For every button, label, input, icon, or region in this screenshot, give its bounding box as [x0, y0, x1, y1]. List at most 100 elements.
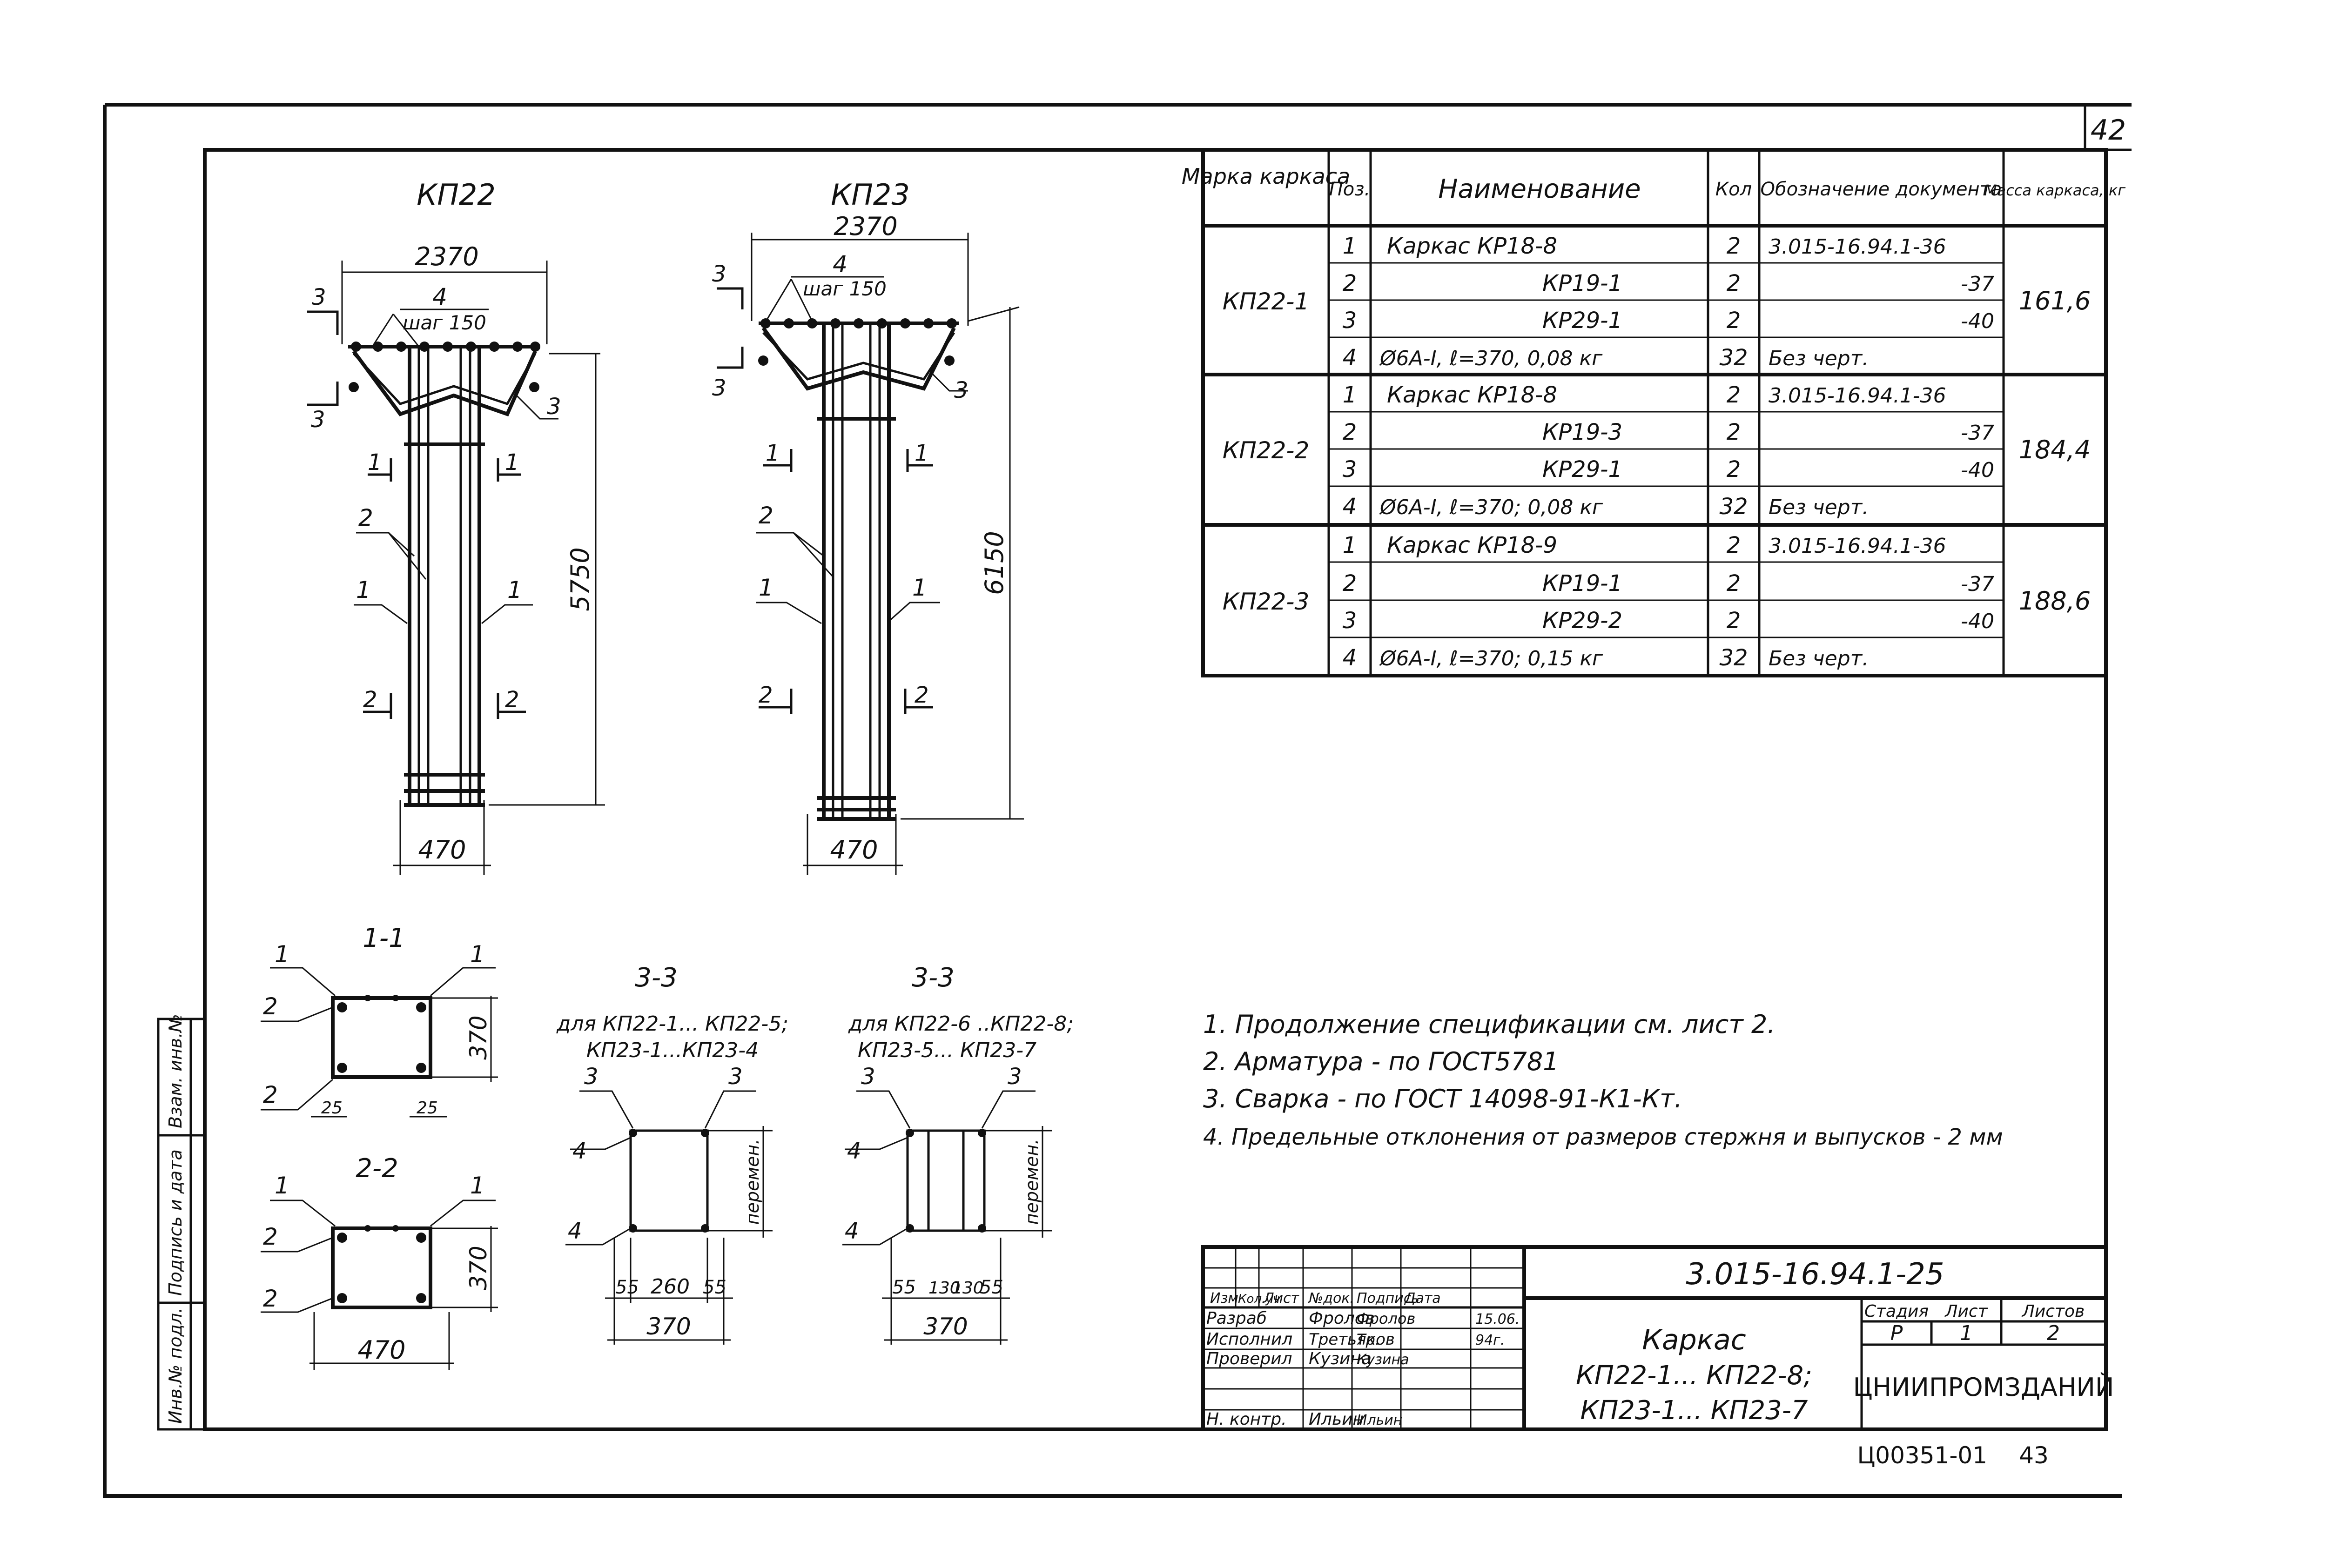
cut-mark-3-bottom: 3: [311, 407, 325, 433]
row-name: Ø6А-I, ℓ=370, 0,08 кг: [1379, 347, 1603, 370]
rev-hdr-list: Лист: [1263, 1290, 1300, 1307]
callout-3-right: 3: [728, 1064, 743, 1090]
section-applies-line1: для КП22-6 ..КП22-8;: [848, 1012, 1074, 1036]
rev-hdr-sign: Подпись: [1357, 1290, 1419, 1307]
spec-group-kp22-2: КП22-2 184,4 1 Каркас КР18-8 2 3.015-16.…: [1223, 382, 2091, 520]
bottom-dim: 470: [830, 835, 878, 864]
section-title: 1-1: [363, 923, 405, 953]
spec-group-kp22-1: КП22-1 161,6 1 Каркас КР18-8 2 3.015-16.…: [1223, 233, 2091, 371]
rev-hdr-date: Дата: [1404, 1290, 1441, 1307]
elevation-title: КП23: [831, 178, 910, 212]
section-2-2: 2-2 370 1 1 2 2 470: [261, 1153, 498, 1370]
person-role: Исполнил: [1206, 1330, 1292, 1349]
dim-variable: перемен.: [742, 1139, 763, 1225]
row-name: Ø6А-I, ℓ=370; 0,08 кг: [1379, 496, 1603, 519]
page-number: 42: [2091, 114, 2126, 147]
row-pos: 2: [1343, 570, 1357, 596]
callout-1-right: 1: [912, 574, 927, 601]
dim-a: 25: [321, 1099, 343, 1118]
row-pos: 2: [1343, 270, 1357, 296]
callout-3-left: 3: [584, 1064, 599, 1090]
row-qty: 2: [1727, 308, 1741, 334]
step-label: шаг 150: [403, 311, 486, 334]
note-4: 4. Предельные отклонения от размеров сте…: [1203, 1124, 2003, 1150]
stamp-inv-label: Инв.№ подл.: [165, 1307, 186, 1424]
cut-mark-2-left: 2: [759, 682, 773, 708]
cut-mark-2-right: 2: [505, 687, 519, 713]
row-name: КР19-1: [1542, 570, 1622, 596]
person-date: 15.06.: [1475, 1311, 1520, 1327]
row-pos: 3: [1343, 456, 1357, 482]
callout-2-bottom: 2: [263, 1285, 278, 1312]
stamp-replace-label: Взам. инв.№: [165, 1014, 186, 1128]
cut-mark-3-top: 3: [312, 284, 326, 310]
person-sign: Ильин: [1357, 1412, 1402, 1428]
row-pos: 4: [1343, 645, 1357, 671]
height-dim: 6150: [980, 531, 1009, 595]
head-weld-dots: [758, 318, 957, 366]
row-pos: 1: [1343, 382, 1357, 408]
header-qty: Кол: [1715, 179, 1752, 200]
header-pos: Поз.: [1329, 179, 1371, 200]
group-mark: КП22-2: [1223, 437, 1310, 464]
person-role: Разраб: [1206, 1309, 1267, 1328]
dim-b: 25: [417, 1099, 438, 1118]
group-mass: 161,6: [2019, 286, 2091, 315]
header-mark: Марка каркаса: [1182, 164, 1350, 189]
person-name: Третьяков: [1309, 1330, 1395, 1349]
row-qty: 32: [1719, 345, 1748, 371]
callout-3: 3: [954, 377, 968, 403]
callout-2-top: 2: [263, 1223, 278, 1250]
spec-group-kp22-3: КП22-3 188,6 1 Каркас КР18-9 2 3.015-16.…: [1223, 532, 2091, 671]
header-doc: Обозначение документа: [1761, 179, 2002, 200]
callout-4-bottom: 4: [568, 1218, 582, 1244]
row-pos: 3: [1343, 608, 1357, 634]
person-sign: Тр.: [1357, 1331, 1380, 1348]
dim-seg-4: 55: [980, 1277, 1003, 1298]
dim-seg-3: 130: [952, 1279, 984, 1298]
callout-3: 3: [547, 394, 561, 420]
row-pos: 2: [1343, 419, 1357, 445]
callout-1-left: 1: [275, 1172, 289, 1199]
header-mark-text: Марка каркаса: [1182, 164, 1350, 189]
section-title: 3-3: [912, 963, 954, 993]
row-name: Ø6А-I, ℓ=370; 0,15 кг: [1379, 647, 1603, 670]
width-dim: 2370: [834, 212, 897, 241]
height-dim: 5750: [565, 547, 595, 611]
row-qty: 2: [1727, 382, 1741, 408]
row-name: КР29-1: [1542, 456, 1622, 482]
row-qty: 2: [1727, 570, 1741, 596]
callout-3-right: 3: [1008, 1064, 1022, 1090]
row-doc: -37: [1961, 421, 1994, 445]
bottom-dim: 470: [418, 835, 466, 864]
row-qty: 32: [1719, 494, 1748, 520]
callout-2-bottom: 2: [263, 1081, 278, 1108]
stage-header: Стадия: [1864, 1302, 1929, 1321]
side-stamp: Инв.№ подл. Подпись и дата Взам. инв.№: [157, 1014, 206, 1431]
row-pos: 4: [1343, 345, 1357, 371]
row-name: Каркас КР18-8: [1387, 382, 1557, 408]
group-mark: КП22-1: [1223, 288, 1310, 315]
sheet-frame: 42 Ц00351-01 43: [103, 103, 2132, 1498]
callout-4-top: 4: [572, 1138, 587, 1164]
callout-2: 2: [358, 504, 373, 531]
sheet-value: 1: [1960, 1321, 1973, 1345]
sheet-header: Лист: [1944, 1302, 1988, 1321]
row-name: Каркас КР18-8: [1387, 233, 1557, 259]
section-3-3-a: 3-3 для КП22-1... КП22-5; КП23-1...КП23-…: [556, 963, 788, 1345]
rev-hdr-kol: Кол.уч: [1238, 1292, 1280, 1306]
width-dim: 2370: [415, 242, 478, 271]
callout-1-right: 1: [507, 576, 522, 603]
column-stirrups: [817, 417, 896, 821]
dim-width: 470: [357, 1335, 405, 1365]
cut-mark-3-bottom: 3: [712, 375, 726, 401]
row-doc: -37: [1961, 572, 1994, 596]
stage-value: Р: [1890, 1321, 1903, 1345]
section-title: 3-3: [635, 963, 677, 993]
rev-hdr-izm: Изм: [1210, 1290, 1238, 1307]
dim-variable: перемен.: [1022, 1139, 1042, 1225]
dim-seg-3: 55: [703, 1277, 726, 1298]
sheets-header: Листов: [2021, 1302, 2085, 1321]
row-qty: 32: [1719, 645, 1748, 671]
row-doc: 3.015-16.94.1-36: [1769, 534, 1946, 558]
